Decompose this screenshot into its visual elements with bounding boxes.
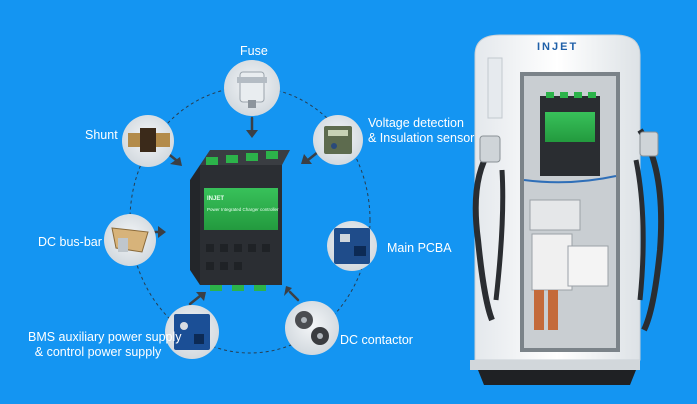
- contactor-label: DC contactor: [340, 333, 413, 347]
- busbar-label: DC bus-bar: [38, 235, 102, 249]
- pcba-photo: [327, 221, 377, 271]
- voltage-sensor-photo: [313, 115, 363, 165]
- voltage-label-line1: Voltage detection: [368, 116, 464, 130]
- contactor-photo: [285, 301, 339, 355]
- fuse-photo: [224, 60, 280, 116]
- controller-brand: INJET: [207, 196, 225, 202]
- charger-brand: INJET: [537, 41, 579, 53]
- bms-label-line1: BMS auxiliary power supply: [28, 330, 182, 344]
- shunt-photo: [122, 115, 174, 167]
- bms-label: BMS auxiliary power supply & control pow…: [28, 330, 182, 360]
- voltage-label-line2: & Insulation sensor: [368, 131, 475, 145]
- voltage-label: Voltage detection & Insulation sensor: [368, 116, 474, 146]
- controller-title: Power Integrated Charger controller: [207, 207, 279, 212]
- charger-cabinet: [470, 34, 665, 385]
- pcba-label: Main PCBA: [387, 241, 452, 255]
- fuse-label: Fuse: [240, 44, 268, 58]
- bms-photo: [165, 305, 219, 359]
- bms-label-line2: & control power supply: [34, 345, 162, 359]
- shunt-label: Shunt: [85, 128, 118, 142]
- busbar-photo: [104, 214, 156, 266]
- controller-module: [190, 150, 290, 291]
